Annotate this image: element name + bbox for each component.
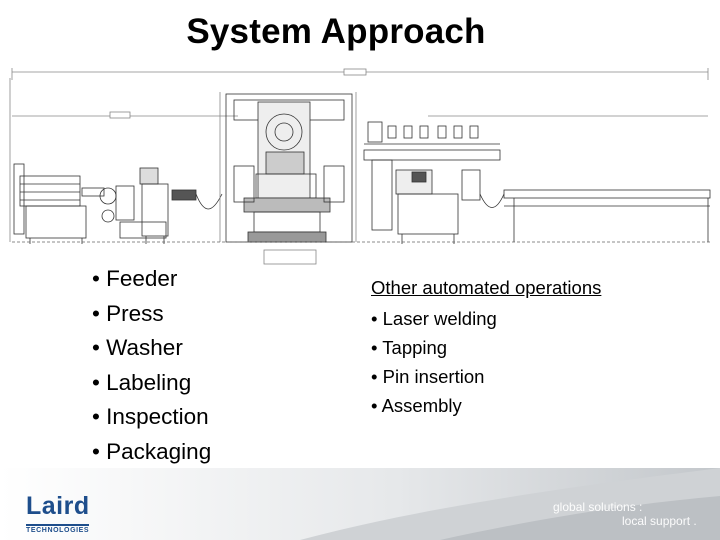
list-item: • Washer (92, 335, 183, 360)
list-item: • Labeling (92, 369, 192, 395)
list-item: • Laser welding (371, 308, 497, 329)
footer-band (0, 468, 720, 540)
list-item: • Packaging (92, 438, 212, 464)
other-operations-list: • Laser welding • Tapping • Pin insertio… (371, 304, 601, 420)
list-item: • Tapping (371, 337, 448, 358)
machine-line-drawing (9, 68, 712, 265)
logo-word: Laird (26, 492, 90, 520)
other-operations-heading: Other automated operations (371, 277, 602, 298)
tagline-global: global solutions : (553, 500, 643, 514)
logo-subtitle: TECHNOLOGIES (26, 524, 90, 534)
other-operations: Other automated operations • Laser weldi… (371, 276, 601, 420)
list-item: • Pin insertion (371, 366, 485, 387)
list-item: • Feeder (92, 266, 178, 291)
slide-title: System Approach (186, 12, 486, 51)
laird-logo: Laird TECHNOLOGIES (26, 494, 90, 537)
list-item: • Inspection (92, 404, 209, 429)
station-list: • Feeder • Press • Washer • Labeling • I… (92, 262, 211, 469)
list-item: • Press (92, 300, 164, 326)
list-item: • Assembly (371, 395, 462, 416)
tagline-local: local support . (622, 514, 697, 528)
